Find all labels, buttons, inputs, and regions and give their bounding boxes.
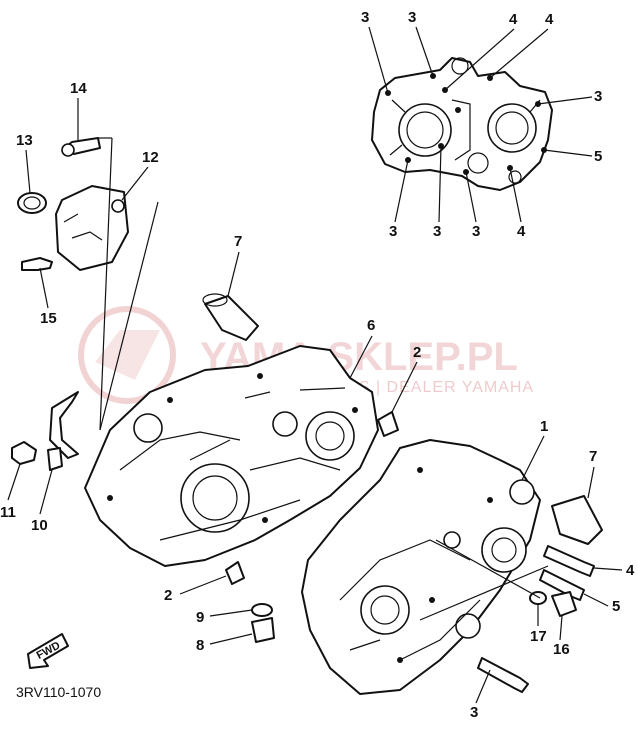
callout-2-lower: 2: [164, 587, 172, 604]
callout-15: 15: [40, 310, 57, 327]
callout-top-3a: 3: [361, 9, 369, 26]
main-callouts-right: 1 7 4 5 17 16 3: [470, 418, 635, 721]
callout-2-upper: 2: [413, 344, 421, 361]
callout-9: 9: [196, 609, 204, 626]
callout-top-4a: 4: [509, 11, 518, 28]
crankcase-left-half: [84, 345, 379, 567]
callout-13: 13: [16, 132, 33, 149]
callout-top-3d: 3: [389, 223, 397, 240]
bolt-5: [539, 569, 585, 601]
callout-16: 16: [553, 641, 570, 658]
bolt-3: [477, 657, 529, 693]
crankcase-right-half: [301, 439, 541, 695]
callout-top-3f: 3: [472, 223, 480, 240]
callout-11: 11: [0, 504, 16, 521]
dowel-2-lower: [225, 561, 245, 585]
callout-4: 4: [626, 562, 635, 579]
watermark-logo-icon: [78, 306, 176, 404]
callout-top-4b: 4: [545, 11, 554, 28]
callout-top-3e: 3: [433, 223, 441, 240]
callout-top-5: 5: [594, 148, 602, 165]
oil-pump-cover-assembly: [17, 137, 129, 271]
fwd-label: FWD: [35, 640, 63, 662]
watermark-logo-mark-icon: [95, 330, 160, 380]
washer-9: [251, 603, 273, 617]
dowel-2-upper: [377, 411, 399, 437]
callout-7-right: 7: [589, 448, 597, 465]
callout-8: 8: [196, 637, 204, 654]
drain-plug-8: [251, 617, 275, 643]
fwd-arrow-icon: FWD: [27, 633, 69, 669]
callout-1: 1: [540, 418, 548, 435]
assembly-callouts: 14 13 12 15: [16, 80, 159, 431]
circlip-and-bolt: [11, 391, 79, 471]
callout-12: 12: [142, 149, 159, 166]
callout-top-4c: 4: [517, 223, 526, 240]
callout-17: 17: [530, 628, 547, 645]
callout-5: 5: [612, 598, 620, 615]
diagram-code: 3RV110-1070: [16, 684, 101, 700]
callout-7-upper: 7: [234, 233, 242, 250]
crankcase-inner-view: [371, 57, 553, 191]
callout-14: 14: [70, 80, 87, 97]
bolt-16: [551, 591, 577, 617]
dowel-pin-right: [551, 495, 603, 545]
bolt-4: [543, 545, 595, 577]
callout-top-3b: 3: [408, 9, 416, 26]
top-view-callouts: 3 3 4 4 3 5 3 3 3 4: [361, 9, 602, 240]
dowel-pin-upper: [202, 293, 259, 341]
callout-top-3c: 3: [594, 88, 602, 105]
callout-10: 10: [31, 517, 48, 534]
main-callouts-left: 7 6 2 11 10 2 9 8: [0, 233, 421, 654]
callout-6: 6: [367, 317, 375, 334]
callout-3: 3: [470, 704, 478, 721]
